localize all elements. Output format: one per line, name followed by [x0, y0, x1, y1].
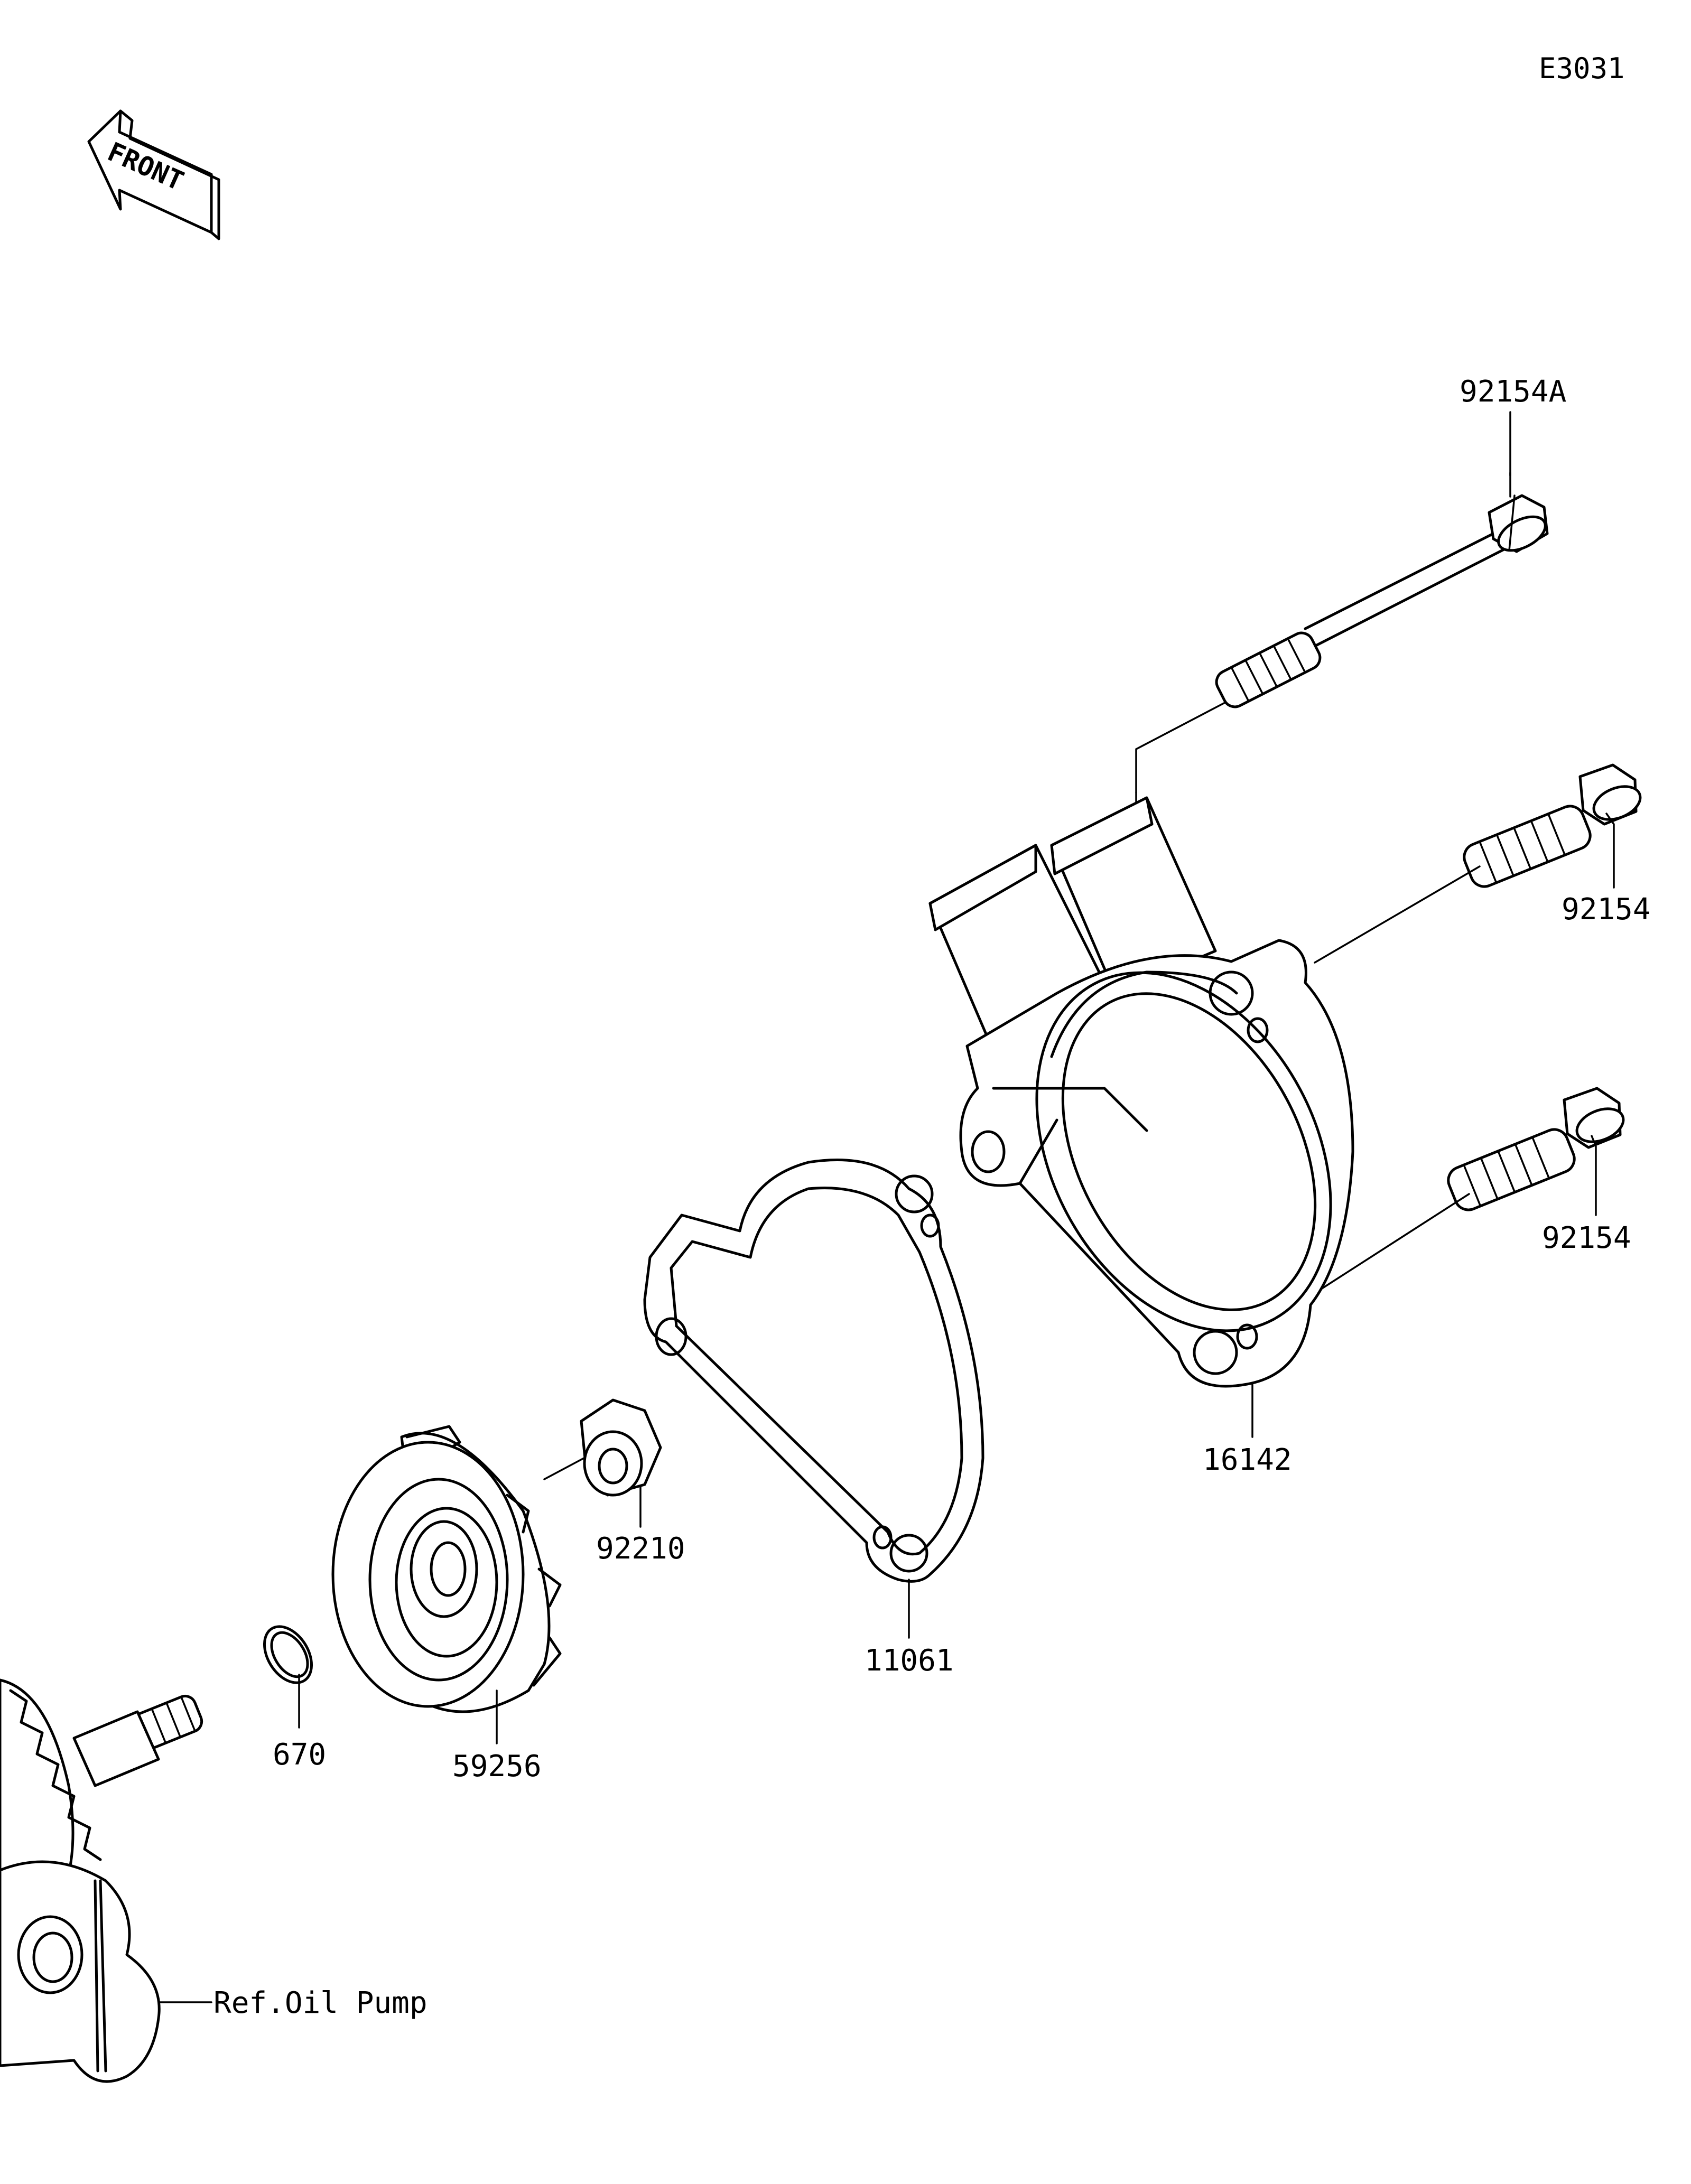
label-92154A: 92154A	[1460, 375, 1566, 409]
leader-92210-shaft	[543, 1457, 585, 1480]
bolt-92154-upper[interactable]	[1460, 763, 1645, 891]
o-ring-670[interactable]	[255, 1618, 321, 1692]
label-ref-oil-pump: Ref.Oil Pump	[213, 1986, 428, 2020]
front-arrow-icon: FRONT	[87, 109, 220, 240]
leader-92154-lower	[1320, 1193, 1470, 1290]
impeller-59256[interactable]	[331, 1425, 562, 1713]
label-59256: 59256	[452, 1749, 542, 1784]
pump-cover-16142[interactable]	[928, 796, 1390, 1388]
label-92154-upper: 92154	[1562, 892, 1651, 927]
bolt-92154A[interactable]	[1213, 494, 1551, 711]
label-92154-lower: 92154	[1542, 1221, 1631, 1255]
leader-92154-upper	[1314, 865, 1481, 964]
bolt-92154-lower[interactable]	[1444, 1087, 1628, 1214]
oil-pump-reference	[0, 1678, 203, 2083]
label-11061: 11061	[865, 1644, 954, 1678]
gasket-11061[interactable]	[643, 1159, 984, 1583]
diagram-code: E3031	[1539, 52, 1625, 85]
label-16142: 16142	[1203, 1443, 1292, 1477]
nut-92210[interactable]	[580, 1398, 662, 1497]
label-92210: 92210	[596, 1532, 685, 1566]
label-670: 670	[273, 1738, 326, 1772]
